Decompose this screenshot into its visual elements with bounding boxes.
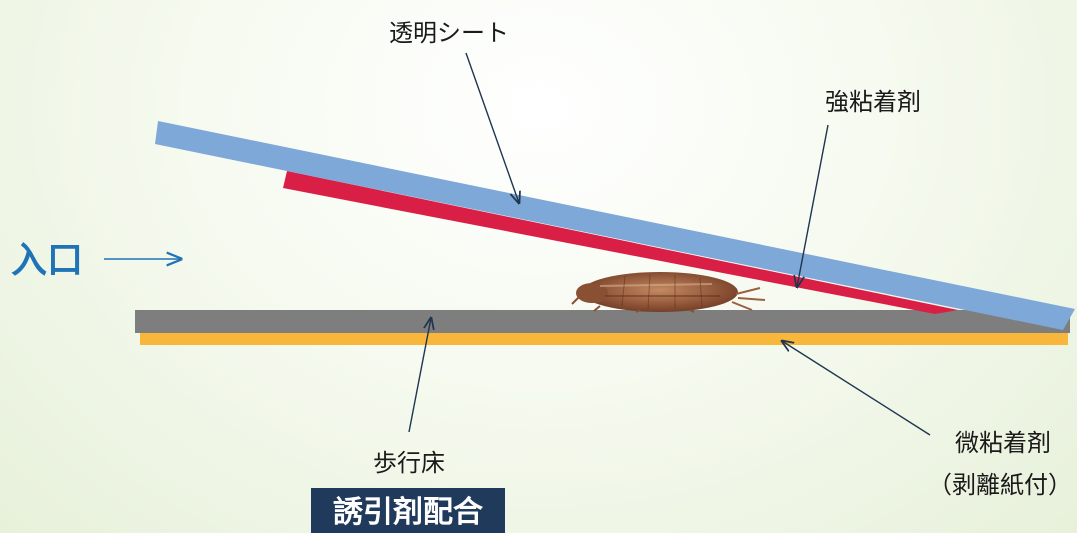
- label-weak-adhesive-note: （剥離紙付）: [928, 471, 1072, 499]
- walking-floor-layer: [135, 310, 1070, 333]
- leader-transparent-sheet: [465, 52, 519, 203]
- label-entrance: 入口: [11, 240, 83, 281]
- label-strong-adhesive: 強粘着剤: [825, 88, 921, 116]
- label-transparent-sheet: 透明シート: [389, 19, 509, 47]
- bedbug-illustration: [571, 272, 766, 313]
- attractant-badge-label: 誘引剤配合: [333, 495, 483, 530]
- attractant-badge: 誘引剤配合: [311, 488, 505, 533]
- transparent-sheet-layer: [155, 121, 1075, 330]
- strong-adhesive-layer: [283, 171, 958, 314]
- leader-strong-adhesive: [797, 124, 829, 287]
- leader-walking-floor: [408, 318, 431, 433]
- label-weak-adhesive: 微粘着剤: [955, 429, 1051, 457]
- leader-weak-adhesive: [782, 341, 931, 436]
- label-walking-floor: 歩行床: [373, 449, 445, 477]
- attractant-badge-background: [311, 488, 505, 533]
- weak-adhesive-layer: [140, 331, 1068, 345]
- leader-lines: [408, 52, 931, 436]
